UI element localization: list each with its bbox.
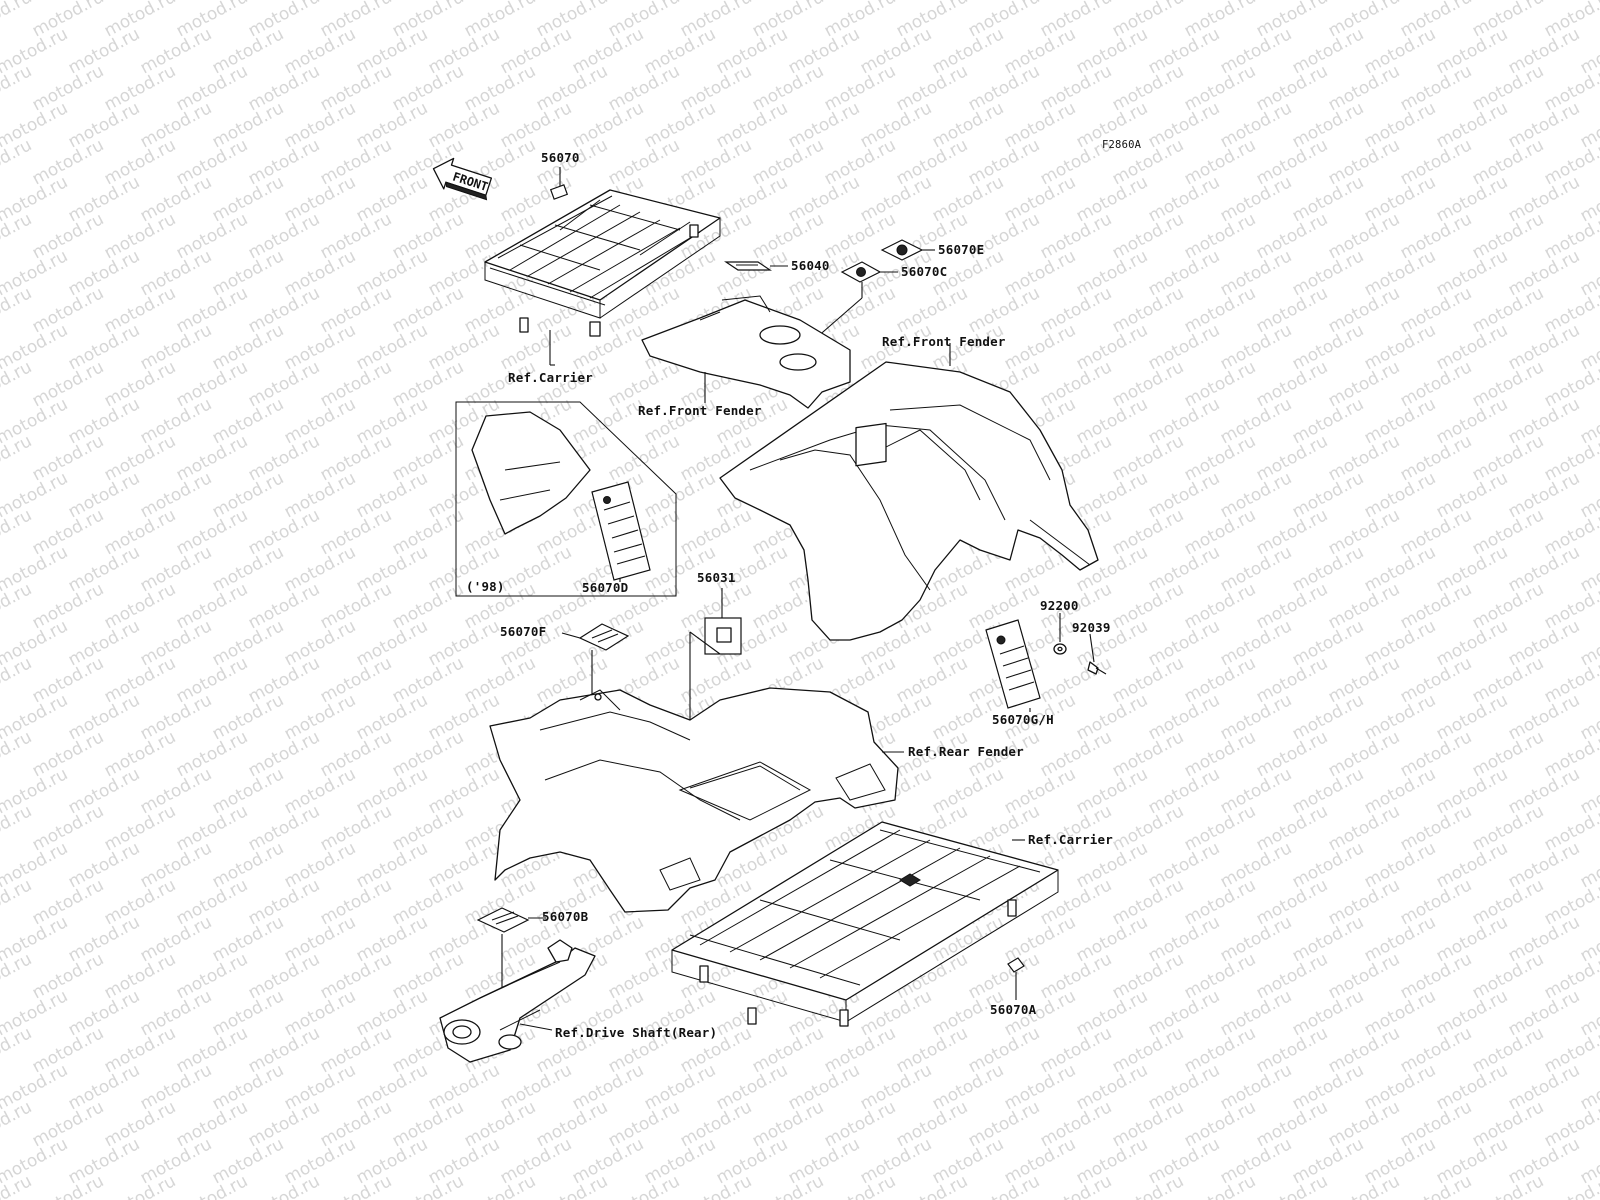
- callout-56070B: 56070B: [542, 909, 589, 924]
- washer-92200: [1053, 613, 1067, 655]
- callout-ref-rear-fender: Ref.Rear Fender: [908, 744, 1024, 759]
- callout-ref-drive-shaft: Ref.Drive Shaft(Rear): [555, 1025, 718, 1040]
- inset-box: [455, 401, 677, 597]
- decal-56040: [724, 261, 788, 271]
- inset-note: ('98): [466, 579, 505, 594]
- callout-56070A: 56070A: [990, 1002, 1037, 1017]
- front-fender-center-panel: [641, 295, 851, 409]
- callout-92039: 92039: [1072, 620, 1111, 635]
- callout-ref-front-fender-2: Ref.Front Fender: [638, 403, 762, 418]
- callout-56070E: 56070E: [938, 242, 985, 257]
- decal-56070GH: [985, 619, 1041, 712]
- decal-56070D: [591, 481, 651, 581]
- callout-56031: 56031: [697, 570, 736, 585]
- callout-56070GH: 56070G/H: [992, 712, 1054, 727]
- callout-56070: 56070: [541, 150, 580, 165]
- callout-56070F: 56070F: [500, 624, 547, 639]
- clip-92039: [1087, 633, 1107, 675]
- decal-56070: [549, 184, 569, 200]
- callout-56070C: 56070C: [901, 264, 948, 279]
- figure-code: F2860A: [1102, 139, 1142, 151]
- decal-56070C: [807, 261, 898, 346]
- callout-ref-carrier-front: Ref.Carrier: [508, 370, 593, 385]
- callout-56070D: 56070D: [582, 580, 629, 595]
- callout-56040: 56040: [791, 258, 830, 273]
- callout-ref-front-fender-1: Ref.Front Fender: [882, 334, 1006, 349]
- callout-ref-carrier-rear: Ref.Carrier: [1028, 832, 1113, 847]
- decal-56070A: [1007, 957, 1025, 1000]
- front-arrow-icon: FRONT: [432, 157, 493, 201]
- front-carrier: [484, 189, 721, 365]
- front-fender-main: [719, 343, 1099, 641]
- rear-fender: [489, 687, 904, 913]
- decal-56070E: [880, 239, 935, 261]
- decal-56031: [689, 588, 742, 760]
- callout-92200: 92200: [1040, 598, 1079, 613]
- rear-carrier: [671, 821, 1059, 1027]
- drive-shaft-housing: [439, 939, 596, 1063]
